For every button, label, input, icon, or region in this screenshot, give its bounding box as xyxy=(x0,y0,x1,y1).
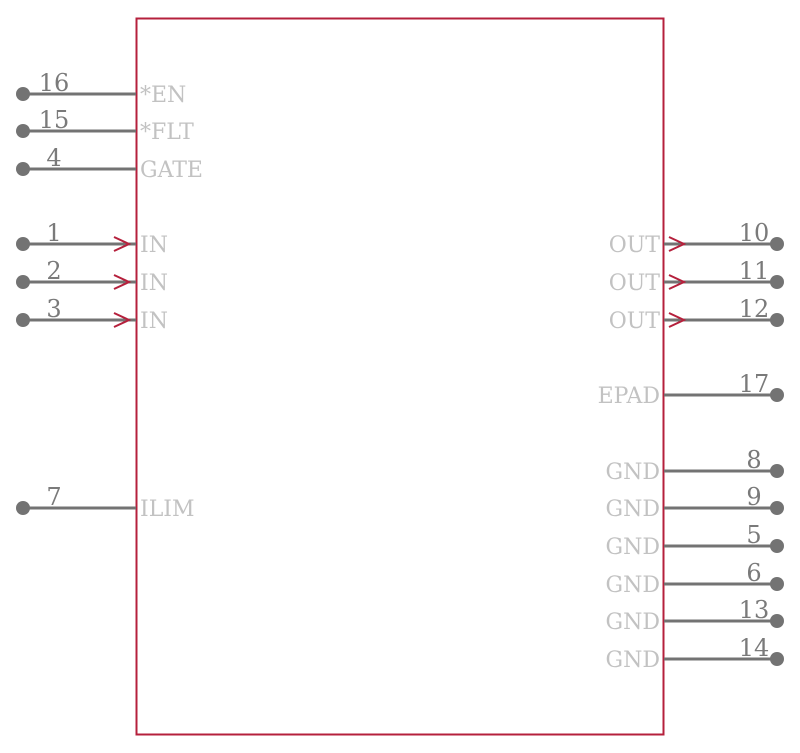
pin-number: 11 xyxy=(739,257,770,285)
pin-connection-dot xyxy=(770,577,784,591)
pin-label: EPAD xyxy=(598,384,660,409)
right-pin-group: 10OUT11OUT12OUT17EPAD8GND9GND5GND6GND13G… xyxy=(598,219,784,673)
pin-connection-dot xyxy=(770,501,784,515)
pin-connection-dot xyxy=(770,539,784,553)
pin-connection-dot xyxy=(770,237,784,251)
pin-connection-dot xyxy=(16,237,30,251)
input-arrow-icon xyxy=(113,274,132,290)
pin-number: 5 xyxy=(746,521,761,549)
pin-number: 2 xyxy=(46,257,61,285)
pin-label: IN xyxy=(140,233,168,258)
pin-number: 17 xyxy=(739,370,770,398)
pin-number: 13 xyxy=(739,596,770,624)
pin-connection-dot xyxy=(16,87,30,101)
pin-connection-dot xyxy=(16,313,30,327)
pin-label: GND xyxy=(606,460,660,485)
pin-connection-dot xyxy=(16,124,30,138)
input-arrow-icon xyxy=(113,312,132,328)
pin-connection-dot xyxy=(770,652,784,666)
pin-label: GND xyxy=(606,610,660,635)
pin-connection-dot xyxy=(770,388,784,402)
pin-label: *EN xyxy=(140,83,186,108)
ic-body-outline xyxy=(135,17,665,736)
pin-number: 1 xyxy=(46,219,61,247)
pin-label: IN xyxy=(140,271,168,296)
pin-connection-dot xyxy=(16,162,30,176)
pin-label: GND xyxy=(606,648,660,673)
pin-label: GND xyxy=(606,573,660,598)
pin-connection-dot xyxy=(770,313,784,327)
pin-number: 15 xyxy=(39,106,70,134)
pin-connection-dot xyxy=(16,275,30,289)
pin-16: 16 *EN xyxy=(16,69,186,108)
pin-15: 15 *FLT xyxy=(16,106,194,145)
pin-number: 6 xyxy=(746,559,761,587)
pin-label: OUT xyxy=(609,309,661,334)
input-arrow-icon xyxy=(668,236,687,252)
pin-number: 4 xyxy=(46,144,61,172)
pin-label: GND xyxy=(606,535,660,560)
input-arrow-icon xyxy=(668,274,687,290)
pin-number: 3 xyxy=(46,295,61,323)
pin-label: GATE xyxy=(140,158,203,183)
pin-number: 12 xyxy=(739,295,770,323)
pin-number: 14 xyxy=(739,634,770,662)
pin-number: 9 xyxy=(746,483,761,511)
pin-number: 16 xyxy=(39,69,70,97)
pin-number: 7 xyxy=(46,483,61,511)
pin-connection-dot xyxy=(16,501,30,515)
pin-connection-dot xyxy=(770,275,784,289)
pin-label: IN xyxy=(140,309,168,334)
input-arrow-icon xyxy=(668,312,687,328)
pin-label: *FLT xyxy=(140,120,194,145)
input-arrow-icon xyxy=(113,236,132,252)
pin-connection-dot xyxy=(770,614,784,628)
pin-label: OUT xyxy=(609,233,661,258)
pin-number: 10 xyxy=(739,219,770,247)
pin-connection-dot xyxy=(770,464,784,478)
pin-label: ILIM xyxy=(140,497,195,522)
pin-number: 8 xyxy=(746,446,761,474)
pin-label: GND xyxy=(606,497,660,522)
pin-label: OUT xyxy=(609,271,661,296)
